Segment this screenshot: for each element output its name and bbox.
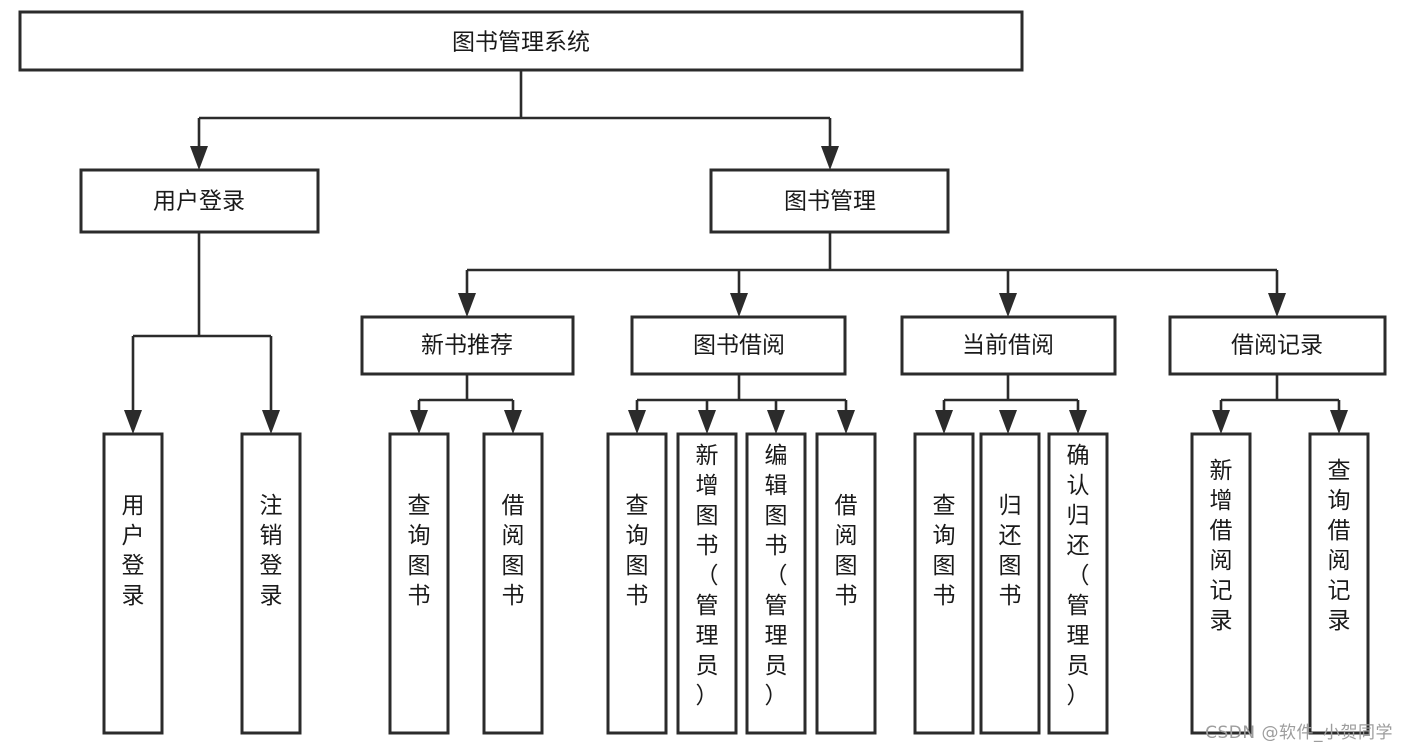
node-new-book-recommend[interactable]: 新书推荐 bbox=[360, 315, 575, 376]
node-leaf-query-book-2-box[interactable] bbox=[606, 432, 668, 735]
node-leaf-query-book-2[interactable]: 查询图书 bbox=[606, 432, 668, 735]
node-leaf-borrow-book-2-label: 借阅图书 bbox=[835, 493, 858, 609]
node-leaf-borrow-book-1[interactable]: 借阅图书 bbox=[482, 432, 544, 735]
connector-new-book-recommend-to-leaves bbox=[410, 374, 522, 434]
connector-book-manage-to-level3 bbox=[458, 232, 1286, 317]
arrow-head-leaf-query-book-2 bbox=[628, 410, 646, 434]
node-new-book-recommend-box[interactable] bbox=[360, 315, 575, 376]
node-leaf-query-book-1[interactable]: 查询图书 bbox=[388, 432, 450, 735]
arrow-head-leaf-user-login bbox=[124, 410, 142, 434]
node-leaf-return-book-label: 归还图书 bbox=[999, 493, 1022, 609]
node-current-borrow[interactable]: 当前借阅 bbox=[900, 315, 1117, 376]
node-leaf-add-book-label: 新增图书（管理员） bbox=[696, 443, 719, 709]
arrow-head-leaf-return-book bbox=[999, 410, 1017, 434]
node-user-login-box[interactable] bbox=[79, 168, 320, 234]
node-leaf-borrow-book-2-box[interactable] bbox=[815, 432, 877, 735]
node-leaf-confirm-return[interactable]: 确认归还（管理员） bbox=[1047, 432, 1109, 735]
node-borrow-record[interactable]: 借阅记录 bbox=[1168, 315, 1387, 376]
connector-user-login-to-leaves bbox=[124, 232, 280, 434]
node-new-book-recommend-label: 新书推荐 bbox=[421, 333, 513, 359]
arrow-head-leaf-borrow-book-2 bbox=[837, 410, 855, 434]
arrow-head-leaf-edit-book bbox=[767, 410, 785, 434]
node-leaf-borrow-book-1-label: 借阅图书 bbox=[502, 493, 525, 609]
node-leaf-add-record-box[interactable] bbox=[1190, 432, 1252, 735]
node-leaf-borrow-book-2[interactable]: 借阅图书 bbox=[815, 432, 877, 735]
node-book-manage[interactable]: 图书管理 bbox=[709, 168, 950, 234]
node-leaf-confirm-return-box[interactable] bbox=[1047, 432, 1109, 735]
node-root[interactable]: 图书管理系统 bbox=[18, 10, 1024, 72]
arrow-head-new-book-recommend bbox=[458, 293, 476, 317]
node-book-manage-label: 图书管理 bbox=[784, 189, 876, 215]
arrow-head-current-borrow bbox=[999, 293, 1017, 317]
arrow-head-user-login bbox=[190, 146, 208, 170]
node-leaf-query-record[interactable]: 查询借阅记录 bbox=[1308, 432, 1370, 735]
connector-book-borrow-to-leaves bbox=[628, 374, 855, 434]
node-leaf-query-book-3-label: 查询图书 bbox=[933, 493, 956, 609]
arrow-head-leaf-confirm-return bbox=[1069, 410, 1087, 434]
node-book-borrow[interactable]: 图书借阅 bbox=[630, 315, 847, 376]
arrow-head-leaf-logout-login bbox=[262, 410, 280, 434]
node-leaf-user-login-label: 用户登录 bbox=[122, 493, 145, 609]
node-book-manage-box[interactable] bbox=[709, 168, 950, 234]
arrow-head-leaf-query-record bbox=[1330, 410, 1348, 434]
node-leaf-logout-login-box[interactable] bbox=[240, 432, 302, 735]
node-leaf-query-book-3[interactable]: 查询图书 bbox=[913, 432, 975, 735]
connector-borrow-record-to-leaves bbox=[1212, 374, 1348, 434]
node-leaf-query-book-1-label: 查询图书 bbox=[408, 493, 431, 609]
node-root-label: 图书管理系统 bbox=[452, 30, 590, 56]
node-borrow-record-label: 借阅记录 bbox=[1231, 333, 1323, 359]
arrow-head-book-borrow bbox=[730, 293, 748, 317]
arrow-head-leaf-query-book-1 bbox=[410, 410, 428, 434]
node-leaf-add-record[interactable]: 新增借阅记录 bbox=[1190, 432, 1252, 735]
connector-current-borrow-to-leaves bbox=[935, 374, 1087, 434]
node-current-borrow-label: 当前借阅 bbox=[962, 333, 1054, 359]
connector-root-to-level2 bbox=[190, 70, 839, 170]
node-book-borrow-box[interactable] bbox=[630, 315, 847, 376]
node-user-login-label: 用户登录 bbox=[153, 189, 245, 215]
node-leaf-query-book-3-box[interactable] bbox=[913, 432, 975, 735]
node-leaf-query-record-box[interactable] bbox=[1308, 432, 1370, 735]
node-book-borrow-label: 图书借阅 bbox=[693, 333, 785, 359]
arrow-head-borrow-record bbox=[1268, 293, 1286, 317]
node-borrow-record-box[interactable] bbox=[1168, 315, 1387, 376]
node-leaf-add-book-box[interactable] bbox=[676, 432, 738, 735]
arrow-head-book-manage bbox=[821, 146, 839, 170]
arrow-head-leaf-add-book bbox=[698, 410, 716, 434]
node-leaf-add-book[interactable]: 新增图书（管理员） bbox=[676, 432, 738, 735]
node-current-borrow-box[interactable] bbox=[900, 315, 1117, 376]
node-leaf-user-login-box[interactable] bbox=[102, 432, 164, 735]
arrow-head-leaf-add-record bbox=[1212, 410, 1230, 434]
node-leaf-edit-book-box[interactable] bbox=[745, 432, 807, 735]
arrow-head-leaf-query-book-3 bbox=[935, 410, 953, 434]
node-leaf-edit-book-label: 编辑图书（管理员） bbox=[765, 443, 788, 709]
node-leaf-logout-login[interactable]: 注销登录 bbox=[240, 432, 302, 735]
node-root-box[interactable] bbox=[18, 10, 1024, 72]
node-leaf-user-login[interactable]: 用户登录 bbox=[102, 432, 164, 735]
node-leaf-return-book[interactable]: 归还图书 bbox=[979, 432, 1041, 735]
node-leaf-query-book-2-label: 查询图书 bbox=[626, 493, 649, 609]
node-leaf-query-record-label: 查询借阅记录 bbox=[1328, 458, 1351, 634]
node-leaf-add-record-label: 新增借阅记录 bbox=[1210, 458, 1233, 634]
node-leaf-query-book-1-box[interactable] bbox=[388, 432, 450, 735]
node-leaf-return-book-box[interactable] bbox=[979, 432, 1041, 735]
node-leaf-confirm-return-label: 确认归还（管理员） bbox=[1067, 443, 1090, 709]
arrow-head-leaf-borrow-book-1 bbox=[504, 410, 522, 434]
node-leaf-logout-login-label: 注销登录 bbox=[260, 493, 283, 609]
csdn-watermark: CSDN @软件_小贺同学 bbox=[1205, 723, 1393, 743]
node-leaf-edit-book[interactable]: 编辑图书（管理员） bbox=[745, 432, 807, 735]
node-user-login[interactable]: 用户登录 bbox=[79, 168, 320, 234]
node-leaf-borrow-book-1-box[interactable] bbox=[482, 432, 544, 735]
